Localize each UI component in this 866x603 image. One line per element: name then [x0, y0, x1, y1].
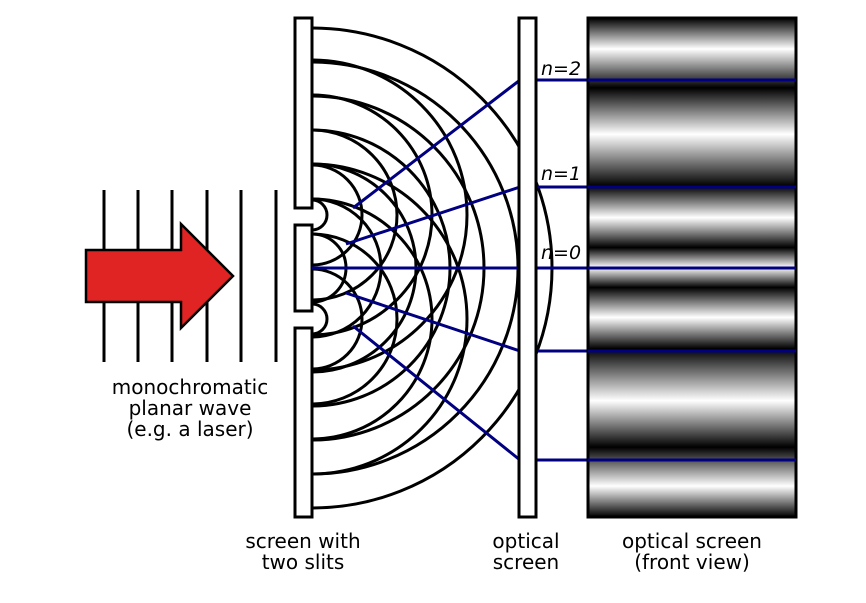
optical-screen-side	[517, 16, 538, 519]
order-label-n0: n=0	[541, 242, 582, 264]
source-label: monochromatic planar wave (e.g. a laser)	[80, 377, 300, 440]
front-view-label-line1: optical screen	[622, 529, 762, 553]
source-label-line1: monochromatic	[111, 375, 269, 399]
slit-screen-label: screen with two slits	[223, 531, 383, 573]
order-label-n2: n=2	[541, 58, 582, 80]
front-view-label-line2: (front view)	[634, 550, 750, 574]
order-label-n1: n=1	[541, 163, 582, 185]
source-label-line3: (e.g. a laser)	[126, 417, 254, 441]
optical-screen-label: optical screen	[466, 531, 586, 573]
fringe-order-lines	[588, 78, 796, 462]
optical-screen-label-line2: screen	[492, 550, 560, 574]
slit-screen-label-line1: screen with	[245, 529, 361, 553]
laser-arrow	[84, 220, 235, 332]
two-slit-screen	[293, 16, 314, 519]
front-view-label: optical screen (front view)	[592, 531, 792, 573]
slit-screen-label-line2: two slits	[261, 550, 345, 574]
optical-screen-label-line1: optical	[492, 529, 560, 553]
source-label-line2: planar wave	[128, 396, 252, 420]
